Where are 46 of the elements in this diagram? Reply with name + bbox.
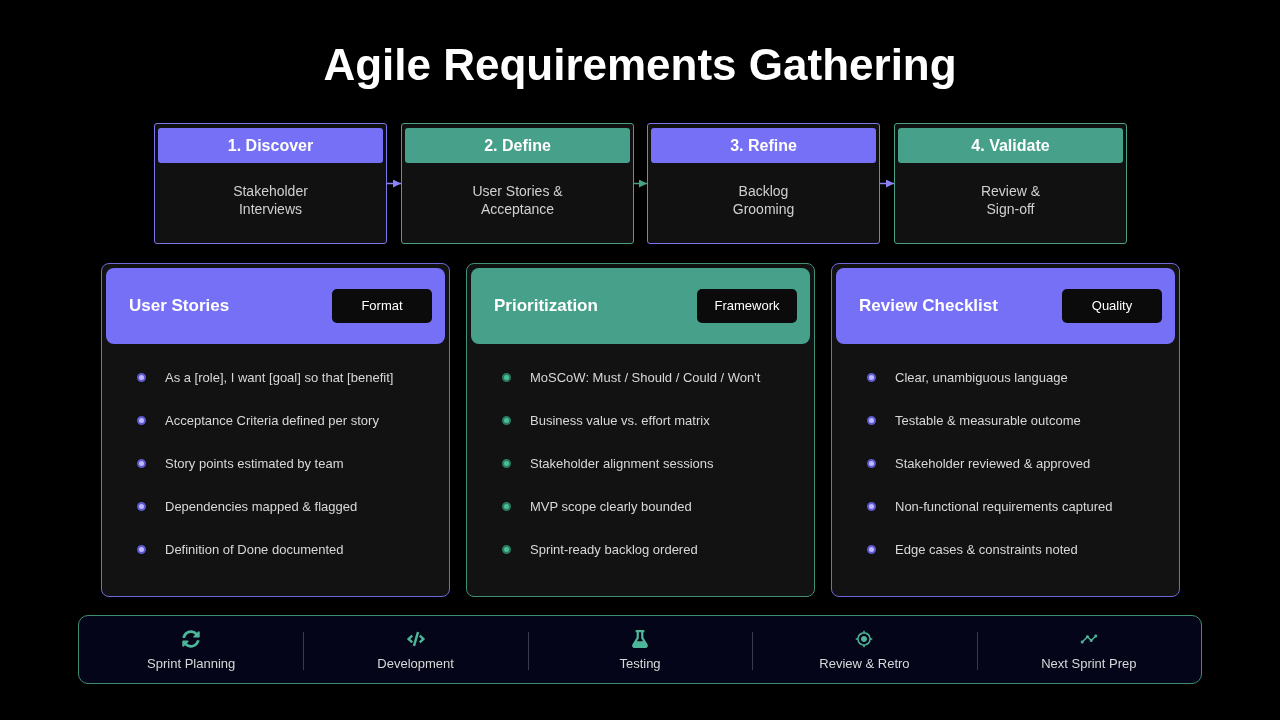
phase-title: 4. Validate: [898, 128, 1123, 163]
bullet-text: Clear, unambiguous language: [895, 368, 1068, 387]
bullet-text: Sprint-ready backlog ordered: [530, 540, 698, 559]
card-panel: [466, 263, 815, 597]
bullet-text: Testable & measurable outcome: [895, 411, 1081, 430]
tag-pill: Format: [332, 289, 432, 323]
card-heading: Review Checklist: [859, 295, 998, 318]
phase-box: [647, 123, 880, 244]
bullet-text: Edge cases & constraints noted: [895, 540, 1078, 559]
arrow: [386, 179, 402, 188]
step-label: Testing: [619, 656, 661, 672]
card-heading: Prioritization: [494, 295, 598, 318]
phase-title: 2. Define: [405, 128, 630, 163]
phase-description: Review & Sign-off: [979, 182, 1042, 218]
phase-box: [894, 123, 1127, 244]
sprint-cycle-bar: [78, 615, 1202, 684]
phase-description: Backlog Grooming: [731, 182, 796, 218]
phase-description: User Stories & Acceptance: [471, 182, 564, 218]
bullet-text: Stakeholder alignment sessions: [530, 454, 714, 473]
step-label: Development: [377, 656, 454, 672]
bullet-text: Dependencies mapped & flagged: [165, 497, 358, 516]
page-title: Agile Requirements Gathering: [322, 39, 958, 91]
bullet-text: Business value vs. effort matrix: [530, 411, 710, 430]
arrow: [633, 179, 648, 188]
bullet-text: MoSCoW: Must / Should / Could / Won't: [530, 368, 761, 387]
step-label: Next Sprint Prep: [1041, 656, 1137, 672]
bullet-text: Acceptance Criteria defined per story: [165, 411, 379, 430]
phase-box: [401, 123, 634, 244]
bullet-text: Definition of Done documented: [165, 540, 344, 559]
card-heading: User Stories: [129, 295, 230, 318]
step-label: Review & Retro: [819, 656, 910, 672]
phase-box: [154, 123, 387, 244]
card-panel: [101, 263, 450, 597]
bullet-text: As a [role], I want [goal] so that [benefit]: [165, 368, 394, 387]
bullet-text: Non-functional requirements captured: [895, 497, 1113, 516]
bullet-text: MVP scope clearly bounded: [530, 497, 692, 516]
tag-pill: Quality: [1062, 289, 1162, 323]
tag-pill: Framework: [697, 289, 797, 323]
step-label: Sprint Planning: [147, 656, 236, 672]
bullet-text: Stakeholder reviewed & approved: [895, 454, 1091, 473]
bullet-text: Story points estimated by team: [165, 454, 344, 473]
phase-title: 3. Refine: [651, 128, 876, 163]
arrow: [879, 179, 895, 188]
phase-description: Stakeholder Interviews: [232, 182, 309, 218]
phase-title: 1. Discover: [158, 128, 383, 163]
card-panel: [831, 263, 1180, 597]
